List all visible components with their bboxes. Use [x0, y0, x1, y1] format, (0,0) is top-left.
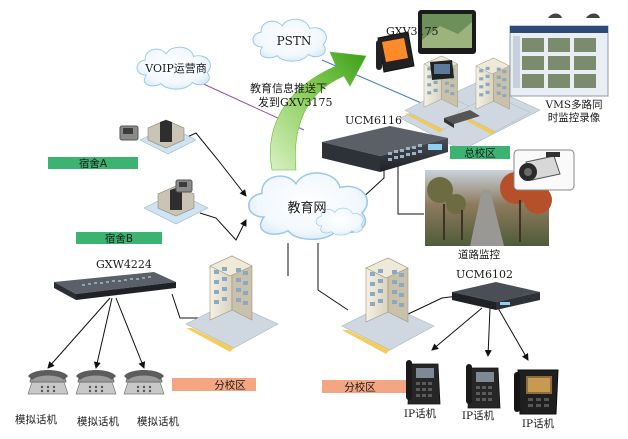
branch-right-tag-text: 分校区 [344, 381, 376, 394]
ip-phone-3-icon [514, 369, 559, 415]
ip-phone-1-label: IP话机 [404, 407, 437, 420]
vms-monitor-icon [509, 13, 609, 97]
ucm6102-label: UCM6102 [456, 268, 513, 281]
ucm6102-pbx-icon [452, 282, 540, 310]
push-note-line1: 教育信息推送下 [250, 81, 327, 95]
analog-phone-1-icon [27, 369, 69, 395]
branch-left-tag [172, 378, 256, 391]
analog-phone-1-label: 模拟话机 [15, 413, 57, 426]
branch-left-tag-text: 分校区 [214, 379, 246, 392]
dorm-b-building-icon [143, 185, 209, 225]
gxw4224-label: GXW4224 [96, 258, 152, 271]
branch-right-building-icon [341, 257, 435, 355]
vms-note-line1: VMS多路同 [544, 98, 602, 111]
branch-right-tag [322, 380, 406, 393]
voip-label: VOIP运营商 [144, 61, 207, 75]
road-monitor-label: 道路监控 [458, 248, 500, 261]
analog-phone-3-label: 模拟话机 [137, 415, 179, 428]
main-campus-tag [450, 146, 510, 159]
ucm6116-pbx-icon [322, 126, 448, 172]
dorm-a-building-icon [139, 119, 197, 155]
vms-note-line2: 时监控录像 [548, 111, 601, 124]
pstn-label: PSTN [277, 34, 312, 48]
main-campus-tag-text: 总校区 [464, 147, 496, 160]
dorm-a-phone-icon [119, 125, 139, 141]
push-arrow [270, 51, 367, 171]
edu-net-label: 教育网 [287, 200, 326, 216]
gxv3175-tablet-phone-icon [376, 10, 476, 80]
push-note-line2: 发到GXV3175 [258, 95, 333, 109]
ip-phone-2-label: IP话机 [462, 409, 495, 422]
dorm-b-tag-text: 宿舍B [105, 232, 133, 245]
analog-phone-3-icon [123, 369, 165, 395]
analog-phone-2-label: 模拟话机 [77, 415, 119, 428]
ip-phone-2-icon [465, 363, 501, 409]
ucm6116-label: UCM6116 [345, 114, 402, 127]
dorm-b-tag [76, 232, 162, 244]
dorm-b-phone-icon [175, 179, 193, 193]
network-links [47, 127, 529, 369]
router-icon [444, 110, 480, 128]
ip-phone-3-label: IP话机 [522, 417, 555, 430]
ip-phone-1-icon [405, 359, 441, 405]
gxv3175-label: GXV3175 [386, 25, 439, 38]
dorm-a-tag [48, 157, 138, 169]
camera-icon [513, 149, 575, 191]
dorm-a-tag-text: 宿舍A [79, 157, 108, 170]
analog-phone-2-icon [75, 369, 117, 395]
branch-left-building-icon [185, 255, 279, 353]
gxw4224-gateway-icon [54, 272, 176, 300]
